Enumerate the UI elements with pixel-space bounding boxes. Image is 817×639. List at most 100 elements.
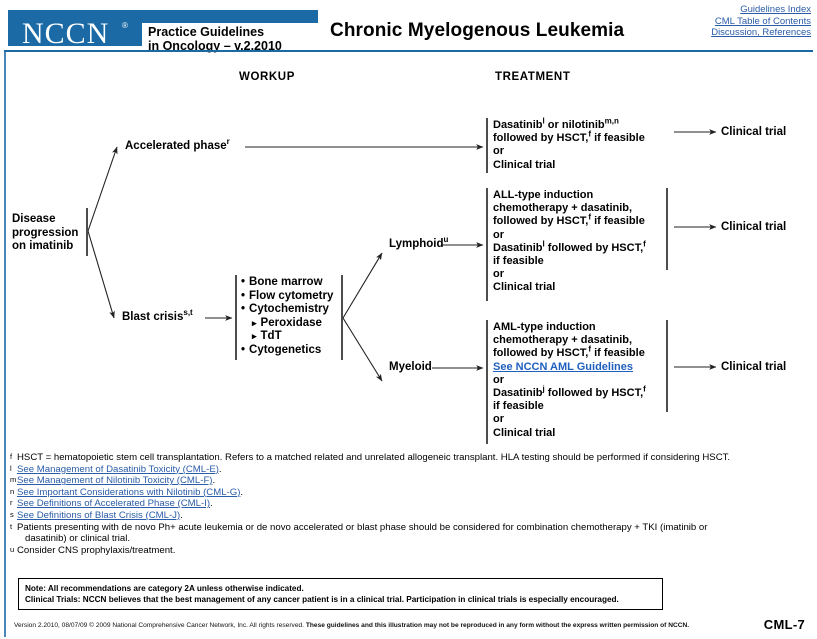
node-blast-crisis: Blast crisiss,t <box>122 308 193 325</box>
footnote-l[interactable]: l See Management of Dasatinib Toxicity (C… <box>10 464 810 476</box>
footnote-marker: t <box>10 521 13 531</box>
link-discussion-references[interactable]: Discussion, References <box>711 27 811 38</box>
footnote-marker: s <box>10 509 14 519</box>
node-accelerated-phase-footnote-marker: r <box>226 137 230 147</box>
node-accelerated-phase: Accelerated phaser <box>125 137 230 154</box>
treatment-accelerated-line1: Dasatinibl or nilotinibm,n <box>493 116 645 132</box>
treatment-myeloid-line1: AML-type induction <box>493 321 596 333</box>
link-see-nccn-aml-guidelines[interactable]: See NCCN AML Guidelines <box>493 360 633 373</box>
link-management-dasatinib-toxicity[interactable]: See Management of Dasatinib Toxicity (CM… <box>17 463 219 475</box>
outcome-clinical-trial-accelerated: Clinical trial <box>721 126 787 138</box>
treatment-accelerated-bracket <box>486 118 488 173</box>
practice-guidelines-label: Practice Guidelines in Oncology – v.2.20… <box>142 23 322 55</box>
treatment-lymphoid-dasatinib: Dasatinib <box>493 241 543 254</box>
footnote-tail: . <box>210 498 213 510</box>
link-definitions-accelerated-phase[interactable]: See Definitions of Accelerated Phase (CM… <box>17 498 211 510</box>
treatment-myeloid-hsct2: followed by HSCT, <box>544 387 644 400</box>
treatment-myeloid-hsct: followed by HSCT, <box>493 347 589 360</box>
node-lymphoid: Lymphoidu <box>389 235 449 252</box>
outcome-clinical-trial-lymphoid: Clinical trial <box>721 221 787 233</box>
header-links: Guidelines Index CML Table of Contents D… <box>711 4 811 39</box>
link-management-nilotinib-toxicity[interactable]: See Management of Nilotinib Toxicity (CM… <box>17 475 213 487</box>
node-lymphoid-label: Lymphoid <box>389 238 444 250</box>
note-box: Note: All recommendations are category 2… <box>18 578 663 610</box>
workup-bracket-left <box>235 275 237 360</box>
treatment-lymphoid-line8: Clinical trial <box>493 281 556 294</box>
footnote-marker: u <box>10 544 15 554</box>
treatment-accelerated-line2: followed by HSCT,f if feasible <box>493 129 645 145</box>
footnote-tail: . <box>240 486 244 498</box>
footnote-marker: l <box>10 463 12 473</box>
treatment-lymphoid-line3: followed by HSCT,f if feasible <box>493 212 646 228</box>
copyright-plain: Version 2.2010, 08/07/09 © 2009 National… <box>14 622 306 629</box>
header-divider <box>4 50 813 52</box>
treatment-lymphoid-bracket-left <box>486 188 488 301</box>
link-important-considerations-nilotinib[interactable]: See Important Considerations with Niloti… <box>17 486 241 498</box>
footnote-marker: f <box>643 384 646 394</box>
page-title: Chronic Myelogenous Leukemia <box>330 20 625 41</box>
treatment-myeloid-bracket-left <box>486 320 488 444</box>
node-blast-crisis-label: Blast crisis <box>122 311 184 323</box>
treatment-myeloid-aml-link-row[interactable]: See NCCN AML Guidelines <box>493 361 646 374</box>
treatment-lymphoid-feasible: if feasible <box>591 215 645 228</box>
treatment-myeloid-feasible: if feasible <box>591 347 645 360</box>
node-accelerated-phase-label: Accelerated phase <box>125 140 227 152</box>
treatment-lymphoid-hsct: followed by HSCT, <box>493 215 589 228</box>
practice-guidelines-line2: in Oncology – v.2.2010 <box>148 39 282 53</box>
footnote-tail: . <box>180 509 183 521</box>
link-guidelines-index[interactable]: Guidelines Index <box>740 4 811 15</box>
column-heading-workup: WORKUP <box>239 71 295 83</box>
treatment-myeloid-line3: followed by HSCT,f if feasible <box>493 345 646 360</box>
node-disease-progression-line1: Disease <box>12 213 56 225</box>
treatment-accelerated-hsct: followed by HSCT, <box>493 132 589 145</box>
treatment-myeloid-dasatinib: Dasatinib <box>493 387 543 400</box>
link-cml-table-of-contents[interactable]: CML Table of Contents <box>714 15 811 27</box>
treatment-lymphoid-line6: if feasible <box>493 255 544 268</box>
treatment-lymphoid-line5: Dasatinibl followed by HSCT,f <box>493 239 646 255</box>
workup-bullet-item: Cytogenetics <box>241 344 333 358</box>
node-lymphoid-footnote-marker: u <box>443 235 449 245</box>
treatment-myeloid: AML-type induction chemotherapy + dasati… <box>493 321 646 440</box>
workup-bracket-right <box>341 275 343 360</box>
left-border-rail <box>4 52 6 637</box>
workup-bullet-subitem: Peroxidase <box>241 317 333 331</box>
treatment-accelerated-drug2: or nilotinib <box>544 119 605 131</box>
treatment-lymphoid-line7: or <box>493 268 504 281</box>
footnote-text: Consider CNS prophylaxis/treatment. <box>17 544 176 556</box>
nccn-logo-block: NCCN ® Practice Guidelines in Oncology –… <box>8 10 322 55</box>
practice-guidelines-line1: Practice Guidelines <box>148 25 265 39</box>
workup-bullet-subitem: TdT <box>241 330 333 344</box>
treatment-lymphoid-hsct2: followed by HSCT, <box>544 241 644 254</box>
footnote-t: t Patients presenting with de novo Ph+ ac… <box>10 522 810 545</box>
footnote-marker: f <box>643 239 646 249</box>
outcome-clinical-trial-myeloid: Clinical trial <box>721 361 787 373</box>
note-box-line1: Note: All recommendations are category 2… <box>25 584 304 593</box>
node-disease-progression: Disease progression on imatinib <box>12 213 78 254</box>
link-definitions-blast-crisis[interactable]: See Definitions of Blast Crisis (CML-J) <box>17 509 181 521</box>
copyright-footer: Version 2.2010, 08/07/09 © 2009 National… <box>14 621 689 630</box>
treatment-accelerated-line4: Clinical trial <box>493 158 556 171</box>
treatment-myeloid-bracket-right <box>666 320 668 412</box>
treatment-accelerated-feasible: if feasible <box>591 132 645 145</box>
footnote-marker: f <box>588 129 592 139</box>
footnote-marker: l <box>542 239 545 249</box>
node-blast-crisis-footnote-marker: s,t <box>183 308 193 318</box>
footnote-text: Patients presenting with de novo Ph+ acu… <box>17 521 708 533</box>
footnote-text: HSCT = hematopoietic stem cell transplan… <box>17 452 731 463</box>
workup-bullet-item: Bone marrow <box>241 276 333 290</box>
workup-bullet-list: Bone marrow Flow cytometry Cytochemistry… <box>241 276 333 358</box>
footnote-tail: . <box>212 475 216 487</box>
workup-bullet-item: Flow cytometry <box>241 290 333 304</box>
registered-trademark-icon: ® <box>122 21 128 30</box>
footnote-marker: f <box>588 212 592 222</box>
footnote-marker: l <box>542 116 545 126</box>
footnote-marker: n <box>10 486 15 496</box>
